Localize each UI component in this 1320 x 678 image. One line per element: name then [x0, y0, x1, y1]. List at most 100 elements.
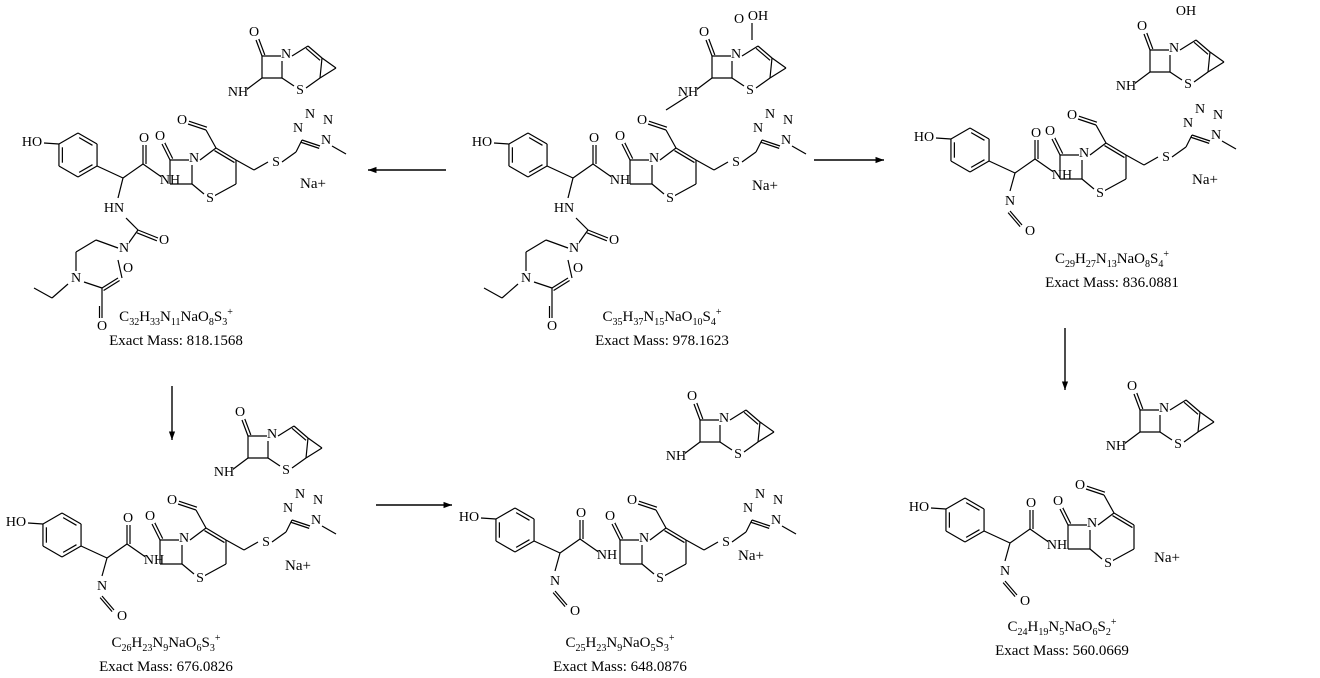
atom-label-bg: [576, 506, 586, 520]
ring-bond: [945, 497, 966, 510]
double-bond: [621, 143, 631, 161]
atom-label-bg: [743, 501, 753, 515]
atom-label-bg: [139, 131, 149, 145]
bond: [235, 159, 255, 171]
atom-label-bg: [179, 531, 189, 545]
compound-label-bottom-right: C24H19N5NaO6S2+ Exact Mass: 560.0669: [972, 614, 1152, 660]
bond: [1171, 146, 1187, 158]
bond: [1169, 71, 1183, 81]
bond: [1089, 142, 1107, 156]
hydroxyl-label: HO: [22, 135, 42, 150]
double-bond: [164, 142, 174, 159]
bond: [731, 531, 747, 543]
ring-bond: [58, 132, 79, 145]
lactam-n-label: N: [649, 151, 659, 166]
atom-label-bg: [119, 241, 129, 255]
compound-label-parent: C35H37N15NaO10S4+ Exact Mass: 978.1623: [572, 304, 752, 350]
double-bond: [743, 411, 759, 425]
atom-label-bg: [1211, 128, 1221, 142]
bond: [319, 67, 337, 79]
atom-label-bg: [765, 107, 775, 121]
lactam-n-label: N: [179, 531, 189, 546]
atom-label-bg: [521, 271, 531, 285]
tetrazole-n3: N: [313, 493, 323, 508]
ring-bond: [42, 512, 63, 525]
ring-bond: [527, 132, 548, 145]
bond: [291, 457, 307, 469]
acyl-o-label: O: [637, 113, 647, 128]
double-bond: [1185, 399, 1201, 413]
atom-label-bg: [1031, 126, 1041, 140]
carbonyl-o-label: O: [576, 506, 586, 521]
atom-label-bg: [699, 25, 709, 39]
bond: [127, 229, 139, 245]
ring-bond: [495, 540, 516, 553]
amide-nh-top-label: NH: [214, 465, 234, 480]
atom-label-bg: [733, 447, 743, 461]
atom-label-bg: [547, 319, 557, 333]
bond: [641, 563, 655, 575]
bond: [285, 519, 293, 533]
double-bond: [755, 47, 771, 61]
atom-label-bg: [1117, 79, 1135, 93]
bond: [575, 217, 589, 231]
atom-label-bg: [1213, 108, 1223, 122]
bond: [713, 161, 729, 171]
ring-bond: [58, 165, 79, 178]
bond: [295, 139, 303, 153]
atom-label-bg: [283, 501, 293, 515]
double-bond: [1183, 401, 1199, 415]
double-bond: [205, 527, 227, 541]
atom-label-bg: [731, 47, 741, 61]
formula-parent: C35H37N15NaO10S4+: [602, 307, 722, 328]
thiazine-s-label: S: [656, 571, 664, 586]
tetrazole-n4: N: [781, 133, 791, 148]
thiazine-s-top-label: S: [282, 463, 290, 478]
amide-nh-label: NH: [144, 553, 164, 568]
aromatic-bond: [528, 164, 543, 173]
atom-label-bg: [155, 129, 165, 143]
double-bond: [1009, 210, 1023, 226]
bond: [1111, 548, 1135, 562]
double-bond: [101, 277, 119, 289]
ring-bond: [945, 530, 966, 543]
bond: [755, 139, 763, 153]
thiazine-s-label: S: [1096, 186, 1104, 201]
bond: [579, 538, 601, 554]
amide-nh-label: NH: [597, 548, 617, 563]
atom-label-bg: [117, 609, 127, 623]
atom-label-bg: [781, 133, 791, 147]
mass-parent: Exact Mass: 978.1623: [595, 333, 729, 349]
bond: [1009, 528, 1031, 544]
bond: [483, 287, 503, 299]
dioxo-o-label: O: [547, 319, 557, 334]
atom-label-bg: [598, 548, 616, 562]
carboxyl-oh-right-label: OH: [1176, 4, 1196, 19]
lactam-n-label: N: [1079, 146, 1089, 161]
piperazine-n1-label: N: [119, 241, 129, 256]
bond: [983, 530, 1011, 544]
urea-o-label: O: [609, 233, 619, 248]
double-bond: [751, 521, 770, 529]
ring-bond: [61, 545, 82, 558]
bond: [191, 183, 205, 195]
lactam-o-label: O: [1045, 124, 1055, 139]
bond: [649, 527, 667, 541]
aromatic-bond: [970, 132, 985, 141]
bond: [655, 509, 667, 529]
atom-label-bg: [473, 135, 491, 149]
bond: [267, 457, 281, 467]
acyl-o-label: O: [1075, 478, 1085, 493]
bond: [791, 145, 807, 155]
bond: [195, 509, 207, 529]
bond: [277, 425, 295, 437]
double-bond: [293, 425, 309, 439]
bond: [695, 159, 715, 171]
urea-nh-label: HN: [104, 201, 124, 216]
double-bond: [258, 38, 266, 56]
bond: [203, 563, 227, 577]
lactam-n-top-label: N: [267, 427, 277, 442]
bond: [96, 165, 124, 179]
double-bond: [154, 522, 164, 539]
bond: [1159, 431, 1173, 441]
